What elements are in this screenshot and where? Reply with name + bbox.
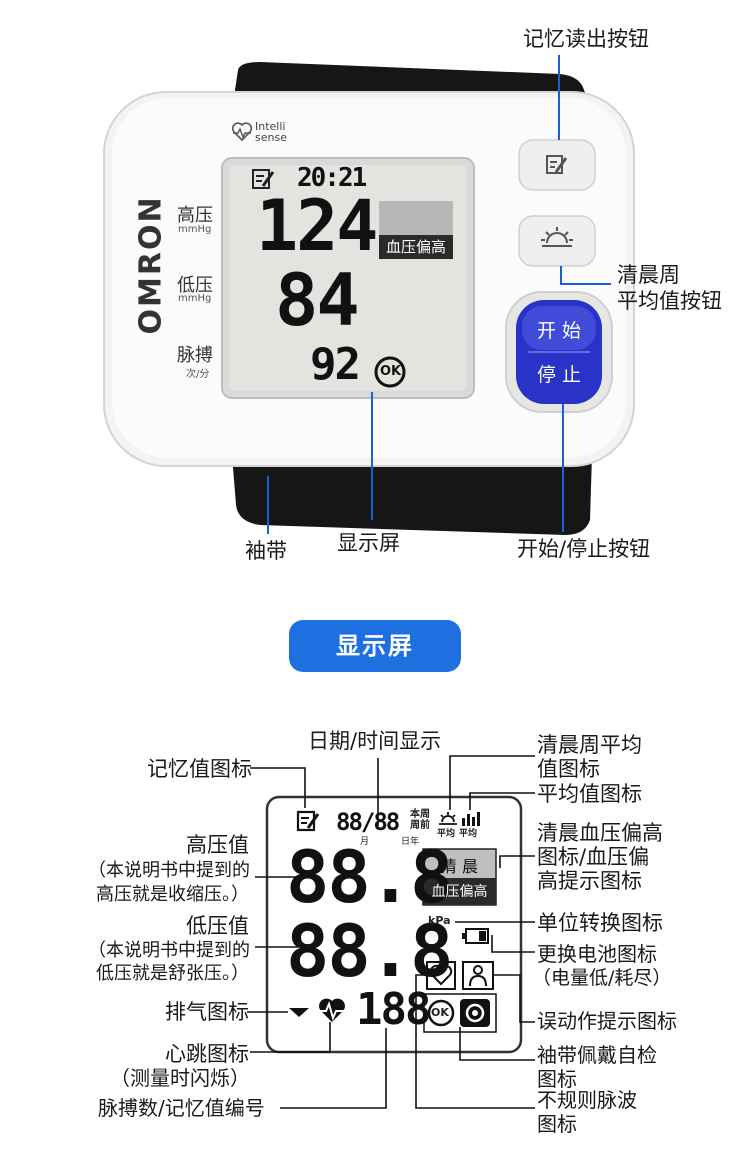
sys-unit: mmHg	[178, 224, 212, 235]
lcd-diagram-average-icon	[462, 812, 480, 826]
dia-note-1: （本说明书中提到的	[88, 940, 250, 961]
motion-callout: 误动作提示图标	[537, 1009, 677, 1033]
lcd-diagram-sys-digits: 88.8	[286, 835, 453, 919]
lcd-diagram-avg1: 平均	[437, 829, 456, 839]
lcd-diagram-kpa: kPa	[428, 914, 451, 927]
sys-note-1: （本说明书中提到的	[88, 860, 250, 881]
lcd-time: 20:21	[297, 163, 367, 193]
cuff-strap-bottom	[232, 455, 592, 535]
datetime-callout: 日期/时间显示	[308, 729, 442, 753]
lcd-memory-icon	[252, 169, 275, 189]
lcd-diagram-day-year: 日年	[401, 837, 420, 847]
memory-button	[518, 139, 596, 191]
section-title-pill: 显示屏	[289, 620, 461, 672]
morning-bp-callout-2: 图标/血压偏	[537, 845, 650, 869]
morning-bp-callout-1: 清晨血压偏高	[537, 821, 663, 845]
lcd-dia-value: 84	[275, 258, 360, 342]
dia-note-2: 低压就是舒张压。）	[96, 963, 249, 984]
brand-logo: OMRON	[133, 195, 169, 335]
irregular-callout-2: 图标	[537, 1112, 577, 1136]
lcd-high-bp-badge: 血压偏高	[385, 238, 446, 256]
morning-avg-callout-2: 值图标	[537, 757, 600, 781]
lcd-diagram-morning-text: 清 晨	[440, 857, 479, 876]
lcd-diagram-this-week: 本周	[410, 809, 430, 820]
sys-label: 高压	[177, 205, 213, 226]
morning-bp-callout-3: 高提示图标	[537, 869, 642, 893]
cuff-check-callout-2: 图标	[537, 1067, 577, 1091]
lcd-diagram-irregular-ok-icon	[427, 999, 455, 1027]
cuff-callout: 袖带	[245, 539, 287, 563]
lcd-diagram-dia-digits: 88.8	[286, 909, 453, 993]
start-button-label[interactable]: 开 始	[536, 320, 582, 342]
battery-callout-2: （电量低/耗尽）	[532, 967, 672, 989]
dia-label: 低压	[177, 275, 213, 296]
lcd-diagram-prev-week: 周前	[410, 820, 430, 831]
lcd-diagram-heartbeat-icon	[317, 998, 347, 1022]
memory-icon-callout: 记忆值图标	[147, 757, 252, 781]
cuff-check-callout-1: 袖带佩戴自检	[537, 1043, 657, 1067]
heart-callout-1: 心跳图标	[165, 1042, 249, 1066]
exhaust-callout: 排气图标	[165, 1000, 249, 1024]
lcd-diagram-avg2: 平均	[459, 829, 478, 839]
avg-icon-callout: 平均值图标	[537, 782, 642, 806]
lcd-diagram-memory-icon	[296, 810, 320, 832]
heart-callout-2: （测量时闪烁）	[110, 1066, 250, 1090]
lcd-sys-value: 124	[256, 185, 378, 267]
morning-average-button	[518, 215, 596, 267]
start-stop-callout: 开始/停止按钮	[517, 537, 651, 561]
intellisense-text-2: sense	[255, 131, 287, 144]
lcd-diagram-exhaust-icon	[289, 1008, 309, 1017]
battery-callout-1: 更换电池图标	[537, 942, 657, 966]
intellisense-text-1: Intelli	[255, 120, 286, 133]
lcd-diagram-high-text: 血压偏高	[431, 884, 488, 900]
irregular-callout-1: 不规则脉波	[537, 1088, 637, 1112]
dia-title-callout: 低压值	[186, 914, 249, 938]
lcd-diagram-ok-text: OK	[431, 1006, 449, 1019]
lcd-diagram-pulse-digits: 188	[356, 984, 431, 1035]
lcd-ok-text: OK	[380, 364, 402, 379]
pulse-label: 脉搏	[177, 345, 213, 366]
intellisense-logo	[231, 122, 253, 142]
morning-button-callout-2: 平均值按钮	[617, 289, 722, 313]
memory-button-callout: 记忆读出按钮	[523, 27, 649, 51]
lcd-ok-icon	[374, 356, 406, 388]
dia-unit: mmHg	[178, 293, 212, 304]
pulse-memory-callout: 脉搏数/记忆值编号	[98, 1096, 265, 1120]
sys-title-callout: 高压值	[186, 833, 249, 857]
pulse-unit: 次/分	[186, 369, 210, 380]
lcd-pulse-value: 92	[310, 339, 361, 390]
lcd-diagram-month: 月	[360, 837, 370, 847]
lcd-diagram-date: 88/88	[336, 808, 400, 836]
lcd-diagram-battery-icon	[462, 928, 489, 944]
sys-note-2: 高压就是收缩压。）	[96, 884, 249, 905]
unit-icon-callout: 单位转换图标	[537, 911, 663, 935]
morning-button-callout-1: 清晨周	[617, 263, 680, 287]
stop-button-label[interactable]: 停 止	[536, 364, 582, 386]
display-callout: 显示屏	[337, 531, 400, 555]
morning-avg-callout-1: 清晨周平均	[537, 733, 642, 757]
lcd-diagram-morning-icon	[439, 812, 457, 825]
